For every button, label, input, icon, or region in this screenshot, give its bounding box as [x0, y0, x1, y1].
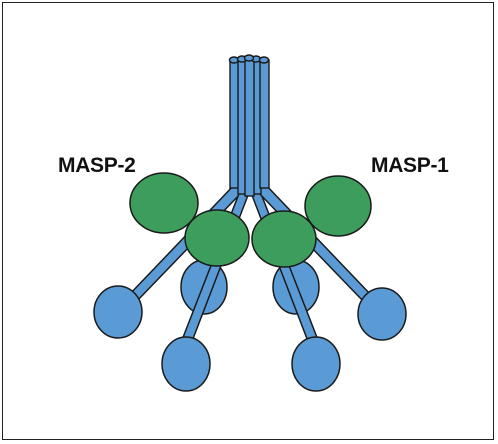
masp2-label: MASP-2 [58, 154, 136, 177]
stalk-strand-4 [259, 59, 270, 189]
masp2-upper-ellipse [129, 172, 199, 234]
central-stalk [228, 54, 270, 197]
stalk-top-cap-5 [243, 54, 255, 62]
stalk-strand-5 [244, 59, 255, 197]
masp1-lower-ellipse [251, 210, 317, 268]
masp1-upper-ellipse [304, 175, 372, 237]
masp1-label: MASP-1 [371, 154, 449, 177]
head-far-left [93, 285, 143, 339]
masp2-lower-ellipse [184, 209, 250, 267]
stalk-top-cap-4 [258, 56, 270, 64]
head-far-right [357, 287, 407, 341]
head-inner-right [291, 336, 341, 392]
head-inner-left [161, 336, 211, 392]
masp-ellipses-front [184, 209, 317, 268]
masp-ellipses-back [129, 172, 372, 237]
recognition-heads [93, 285, 407, 392]
